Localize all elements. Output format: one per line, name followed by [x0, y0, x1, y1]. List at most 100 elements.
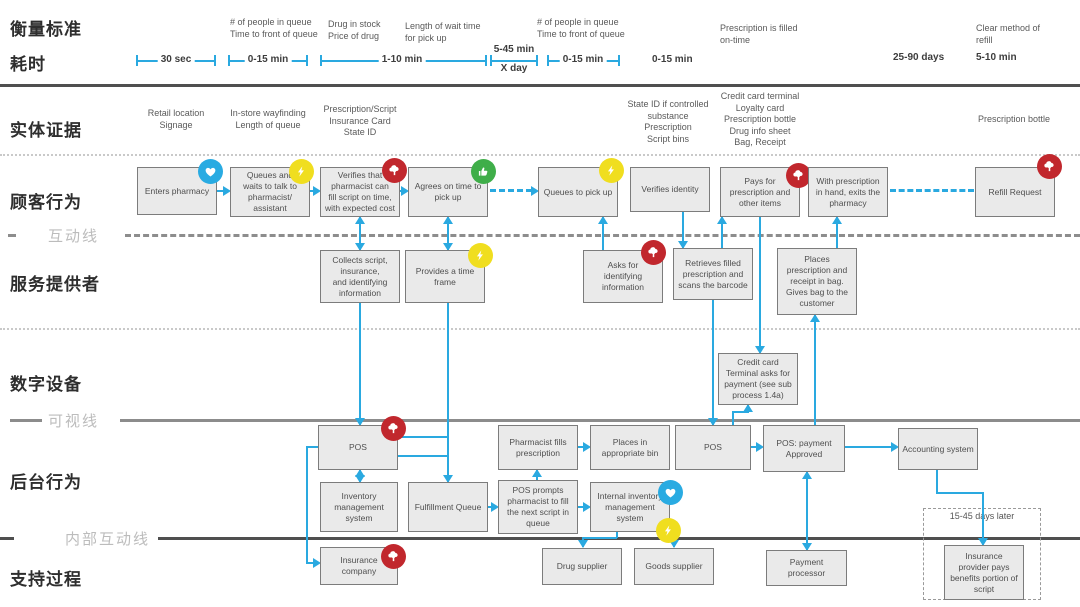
metric-note: Drug in stock Price of drug: [328, 19, 381, 41]
row-label-digital: 数字设备: [10, 375, 82, 394]
connector: [578, 502, 591, 512]
node-pos-1: POS: [318, 416, 406, 470]
time-tick: [228, 55, 230, 66]
node-label: POS prompts pharmacist to fill the next …: [507, 485, 569, 528]
connector: [400, 186, 409, 196]
connector: [355, 216, 365, 251]
node-label: Queues and waits to talk to pharmacist/ …: [243, 170, 297, 213]
row-label-time: 耗时: [10, 55, 46, 74]
node-label: Payment processor: [787, 557, 826, 578]
connector: [832, 216, 842, 248]
connector: [310, 186, 321, 196]
connector: [355, 303, 365, 426]
lightning-icon: [289, 159, 314, 184]
time-tick: [485, 55, 487, 66]
node-collects-script: Collects script, insurance, and identify…: [320, 250, 400, 303]
node-label: Enters pharmacy: [144, 185, 210, 196]
lightning-icon: [468, 243, 493, 268]
node-pharmacist-fills: Pharmacist fills prescription: [498, 425, 578, 470]
node-label: Provides a time frame: [415, 265, 475, 287]
time-tick: [320, 55, 322, 66]
node-asks-identifying-info: Asks for identifying information: [583, 240, 666, 303]
node-queues-to-talk: Queues and waits to talk to pharmacist/ …: [230, 159, 314, 217]
node-places-in-bin: Places in appropriate bin: [590, 425, 670, 470]
time-tick: [214, 55, 216, 66]
evidence-note: Prescription bottle: [977, 114, 1051, 124]
connector: [669, 539, 679, 548]
time-tick: [306, 55, 308, 66]
thumbs-up-icon: [471, 159, 496, 184]
node-pos-payment-approved: POS: payment Approved: [763, 425, 845, 472]
separator-evidence: [0, 154, 1080, 156]
cloud-upload-icon: [381, 416, 406, 441]
node-fulfillment-queue: Fulfillment Queue: [408, 482, 488, 532]
cloud-upload-icon: [1037, 154, 1062, 179]
connector: [306, 446, 320, 448]
node-label: Places prescription and receipt in bag. …: [786, 254, 848, 308]
node-label: POS: [704, 442, 722, 452]
node-label: Pays for prescription and other items: [729, 175, 791, 208]
time-tick: [536, 55, 538, 66]
metric-note: # of people in queue Time to front of qu…: [537, 17, 625, 39]
time-text: 5-10 min: [976, 52, 1017, 63]
time-tick: [547, 55, 549, 66]
connector: [743, 404, 753, 413]
lightning-icon: [656, 518, 681, 543]
connector: [443, 216, 453, 251]
node-pays: Pays for prescription and other items: [720, 163, 811, 217]
node-pos-prompts: POS prompts pharmacist to fill the next …: [498, 480, 578, 534]
connector: [751, 442, 764, 452]
connector: [306, 446, 308, 564]
row-label-interaction-line: 互动线: [48, 228, 100, 245]
node-queues-to-pick-up: Queues to pick up: [538, 158, 624, 217]
node-label: Inventory management system: [334, 490, 384, 523]
node-goods-supplier: Goods supplier: [634, 548, 714, 585]
connector: [802, 471, 812, 551]
time-segment-line: [490, 60, 538, 62]
node-label: Agrees on time to pick up: [414, 181, 482, 202]
node-label: Accounting system: [902, 443, 974, 454]
node-refill-request: Refill Request: [975, 154, 1062, 217]
cloud-upload-icon: [382, 158, 407, 183]
connector: [306, 558, 321, 568]
time-tick: [136, 55, 138, 66]
connector: [845, 442, 899, 452]
time-segment-sublabel: X day: [500, 63, 528, 74]
time-text: 25-90 days: [893, 52, 945, 63]
connector: [398, 455, 449, 457]
node-insurance-pays: Insurance provider pays benefits portion…: [944, 545, 1024, 600]
node-payment-processor: Payment processor: [766, 550, 847, 586]
cloud-upload-icon: [381, 544, 406, 569]
row-label-internal-line: 内部互动线: [65, 531, 151, 548]
node-retrieves-prescription: Retrieves filled prescription and scans …: [673, 248, 753, 300]
connector: [443, 303, 453, 483]
evidence-note: In-store wayfinding Length of queue: [230, 108, 306, 130]
lightning-icon: [599, 158, 624, 183]
row-label-customer: 顾客行为: [10, 193, 82, 212]
node-label: Refill Request: [988, 186, 1042, 197]
node-label: Collects script, insurance, and identify…: [332, 254, 388, 298]
node-internal-inventory-system: Internal inventory management system: [590, 480, 683, 543]
node-insurance-company: Insurance company: [320, 544, 406, 585]
time-segment-label: 0-15 min: [559, 54, 607, 65]
row-label-metrics: 衡量标准: [10, 20, 82, 39]
connector-dashed: [490, 186, 539, 196]
row-label-backstage: 后台行为: [10, 473, 82, 492]
connector: [936, 492, 983, 494]
time-segment-label: 0-15 min: [244, 54, 292, 65]
node-label: POS: [349, 442, 367, 452]
connector: [217, 186, 231, 196]
node-label: Drug supplier: [556, 561, 608, 571]
connector: [532, 469, 542, 480]
connector: [936, 470, 938, 493]
internal-interaction-line: [158, 537, 1080, 540]
separator-top: [0, 84, 1080, 87]
node-places-in-bag: Places prescription and receipt in bag. …: [777, 248, 857, 315]
interaction-line-stub: [8, 234, 16, 237]
node-provides-timeframe: Provides a time frame: [405, 243, 493, 303]
node-label: Internal inventory management system: [597, 490, 663, 523]
evidence-note: Prescription/Script Insurance Card State…: [323, 104, 397, 137]
evidence-note: State ID if controlled substance Prescri…: [627, 99, 709, 144]
metric-note: # of people in queue Time to front of qu…: [230, 17, 318, 39]
